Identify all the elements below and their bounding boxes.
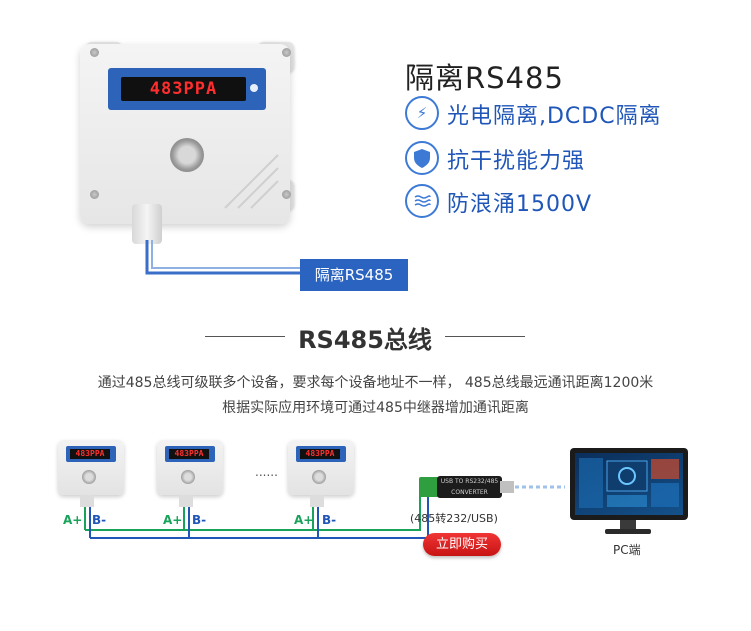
lightning-icon: ⚡ bbox=[405, 96, 439, 130]
terminal-block bbox=[419, 477, 439, 497]
usb-plug-icon bbox=[500, 481, 514, 493]
cable-gland bbox=[310, 495, 324, 507]
sensor-port-icon bbox=[82, 470, 96, 484]
indicator-icon bbox=[250, 84, 258, 92]
screw-icon bbox=[282, 190, 291, 199]
pc-label: PC端 bbox=[613, 543, 641, 557]
cable-gland bbox=[132, 204, 162, 244]
b-minus-label: B- bbox=[192, 513, 207, 527]
wave-icon bbox=[405, 184, 439, 218]
bus-device-display: 483PPA bbox=[70, 449, 110, 459]
b-minus-label: B- bbox=[322, 513, 337, 527]
screw-icon bbox=[90, 190, 99, 199]
screw-icon bbox=[90, 48, 99, 57]
cable-wire bbox=[145, 240, 302, 275]
isolation-label: 隔离RS485 bbox=[300, 259, 408, 291]
cable-gland bbox=[179, 495, 193, 507]
screw-icon bbox=[282, 48, 291, 57]
ellipsis: ...... bbox=[255, 465, 278, 479]
a-plus-label: A+ bbox=[294, 513, 314, 527]
vent-stripes bbox=[224, 154, 279, 209]
monitor-screen bbox=[575, 453, 683, 515]
monitor-neck bbox=[620, 520, 636, 530]
feature-text: 光电隔离,DCDC隔离 bbox=[447, 104, 662, 129]
buy-now-button[interactable]: 立即购买 bbox=[423, 533, 501, 556]
sensor-port-icon bbox=[312, 470, 326, 484]
b-minus-label: B- bbox=[92, 513, 107, 527]
usb-converter: USB TO RS232/485 CONVERTER bbox=[437, 476, 502, 498]
section-title: RS485总线 bbox=[298, 326, 432, 354]
a-plus-label: A+ bbox=[163, 513, 183, 527]
feature-text: 防浪涌1500V bbox=[447, 192, 593, 217]
feature-title: 隔离RS485 bbox=[405, 61, 564, 95]
description-line-2: 根据实际应用环境可通过485中继器增加通讯距离 bbox=[222, 400, 529, 416]
feature-text: 抗干扰能力强 bbox=[447, 149, 586, 174]
divider-line bbox=[205, 336, 285, 337]
bus-device-display: 483PPA bbox=[300, 449, 340, 459]
device-display-digits: 483PPA bbox=[121, 77, 246, 101]
dashboard-graphic bbox=[579, 458, 679, 508]
cable-gland bbox=[80, 495, 94, 507]
converter-label: (485转232/USB) bbox=[410, 512, 498, 525]
monitor-base bbox=[605, 529, 651, 534]
bus-device-display: 483PPA bbox=[169, 449, 209, 459]
a-plus-label: A+ bbox=[63, 513, 83, 527]
sensor-port-icon bbox=[170, 138, 204, 172]
divider-line bbox=[445, 336, 525, 337]
description-line-1: 通过485总线可级联多个设备，要求每个设备地址不一样， 485总线最远通讯距离1… bbox=[97, 375, 654, 391]
shield-icon bbox=[405, 141, 439, 175]
sensor-port-icon bbox=[181, 470, 195, 484]
